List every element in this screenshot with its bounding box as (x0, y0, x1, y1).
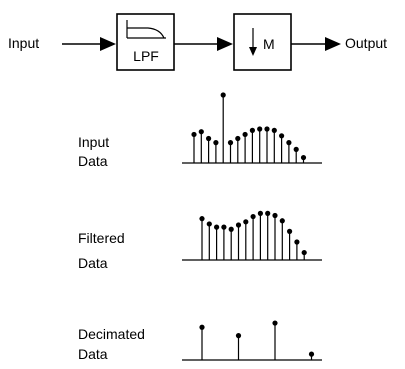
input-sample-point (235, 135, 241, 142)
filtered-sample-point (279, 218, 285, 224)
filter-to-decimator-arrow (174, 37, 233, 51)
input-sample-point (257, 126, 263, 132)
input-sample-point (279, 133, 285, 139)
input-sample-point (286, 140, 292, 146)
input-sample-point (227, 140, 234, 146)
down-arrow-icon (249, 28, 257, 56)
decimated-data-label-line1: Decimated (78, 326, 145, 342)
filtered-data-stem-plot (182, 210, 322, 261)
filtered-sample-point (257, 210, 263, 216)
filtered-sample-point (301, 249, 307, 256)
filtered-sample-point (250, 213, 256, 220)
input-sample-point (198, 129, 204, 135)
filtered-sample-point (287, 228, 293, 234)
input-sample-point (242, 131, 248, 138)
lpf-block: LPF (116, 13, 175, 71)
input-sample-point (191, 131, 197, 138)
input-label: Input (8, 35, 39, 51)
filtered-sample-point (214, 224, 220, 230)
filtered-sample-point (272, 212, 278, 219)
filtered-sample-point (199, 216, 205, 222)
lowpass-response-icon (126, 20, 166, 39)
filtered-sample-point (294, 239, 300, 245)
decimated-sample-point (199, 324, 205, 330)
input-data-stem-plot (182, 92, 322, 164)
input-sample-point (249, 127, 255, 133)
decimator-label: M (263, 36, 275, 52)
decimator-block: M (233, 13, 292, 71)
filtered-data-label-line2: Data (78, 255, 108, 271)
filtered-sample-point (235, 222, 242, 228)
input-sample-point (206, 135, 212, 142)
filtered-data-label-line1: Filtered (78, 230, 125, 246)
decimated-data-label-line2: Data (78, 346, 108, 362)
input-data-label-line2: Data (78, 153, 108, 169)
filtered-sample-point (228, 226, 234, 232)
input-sample-point (300, 154, 307, 161)
lpf-label: LPF (133, 48, 159, 64)
filtered-sample-point (206, 221, 212, 227)
decimated-data-stem-plot (182, 320, 322, 361)
decimated-sample-point (272, 320, 278, 326)
decimated-sample-point (235, 333, 242, 339)
input-data-label-line1: Input (78, 134, 109, 150)
output-arrow (291, 37, 341, 51)
input-sample-point (293, 146, 299, 152)
filtered-sample-point (243, 219, 249, 225)
decimated-sample-point (308, 351, 315, 357)
filtered-sample-point (221, 224, 227, 230)
input-sample-point (264, 126, 270, 132)
input-sample-point (220, 92, 226, 98)
input-sample-point (213, 140, 219, 146)
input-arrow (62, 37, 116, 51)
output-label: Output (345, 35, 387, 51)
filtered-sample-point (265, 210, 271, 216)
input-sample-point (271, 127, 277, 133)
